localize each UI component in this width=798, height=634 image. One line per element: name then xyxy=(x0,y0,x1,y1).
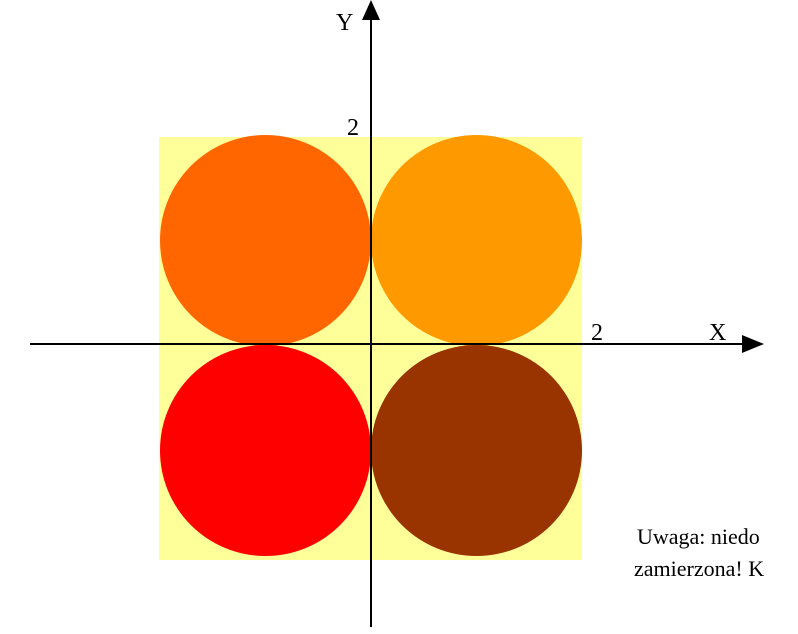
y-axis-label: Y xyxy=(336,10,353,36)
circle-bottom-right xyxy=(371,345,582,556)
circle-top-left xyxy=(160,135,371,346)
note-line-1: Uwaga: niedo xyxy=(637,524,760,549)
note-line-2: zamierzona! K xyxy=(634,556,764,581)
y-axis-arrow-icon xyxy=(362,0,380,20)
x-tick-label: 2 xyxy=(591,320,603,346)
circle-bottom-left xyxy=(160,345,371,556)
x-axis-arrow-icon xyxy=(742,335,764,353)
y-tick-label: 2 xyxy=(347,115,359,141)
x-axis-label: X xyxy=(709,320,726,346)
circle-top-right xyxy=(371,135,582,346)
